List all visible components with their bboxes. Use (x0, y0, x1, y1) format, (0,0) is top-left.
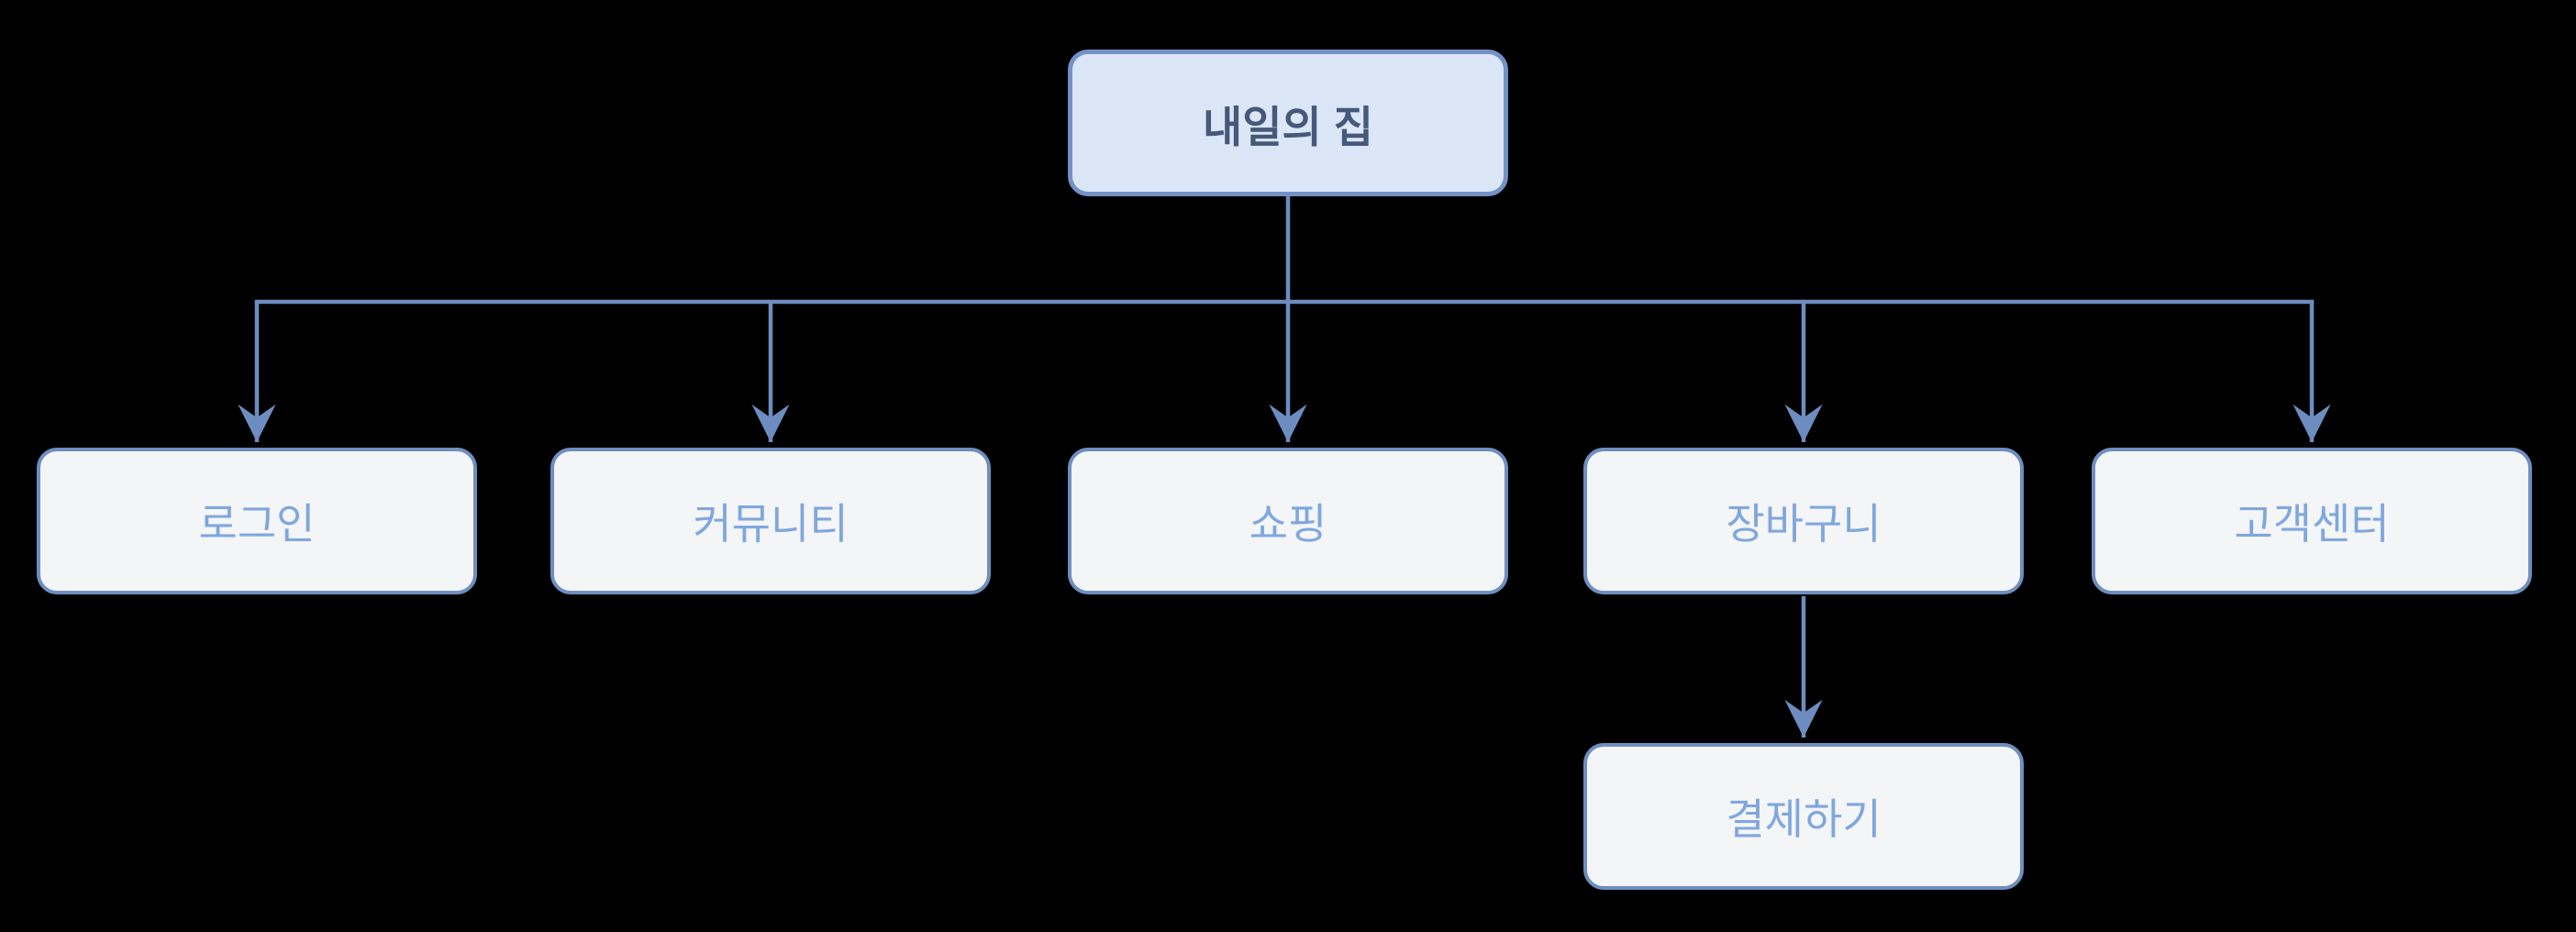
node-label-shopping: 쇼핑 (1249, 500, 1327, 548)
node-label-checkout: 결제하기 (1726, 795, 1882, 843)
node-label-root: 내일의 집 (1202, 102, 1374, 151)
node-label-community: 커뮤니티 (693, 500, 849, 548)
node-label-customer-center: 고객센터 (2234, 500, 2390, 548)
diagram-node-login: 로그인 (37, 448, 477, 594)
diagram-node-checkout: 결제하기 (1583, 743, 2024, 890)
diagram-node-shopping: 쇼핑 (1068, 448, 1508, 594)
node-label-login: 로그인 (198, 500, 316, 548)
node-label-cart: 장바구니 (1726, 500, 1882, 548)
diagram-node-root: 내일의 집 (1068, 50, 1508, 196)
diagram-node-cart: 장바구니 (1583, 448, 2024, 594)
diagram-node-community: 커뮤니티 (550, 448, 991, 594)
diagram-node-customer-center: 고객센터 (2092, 448, 2532, 594)
